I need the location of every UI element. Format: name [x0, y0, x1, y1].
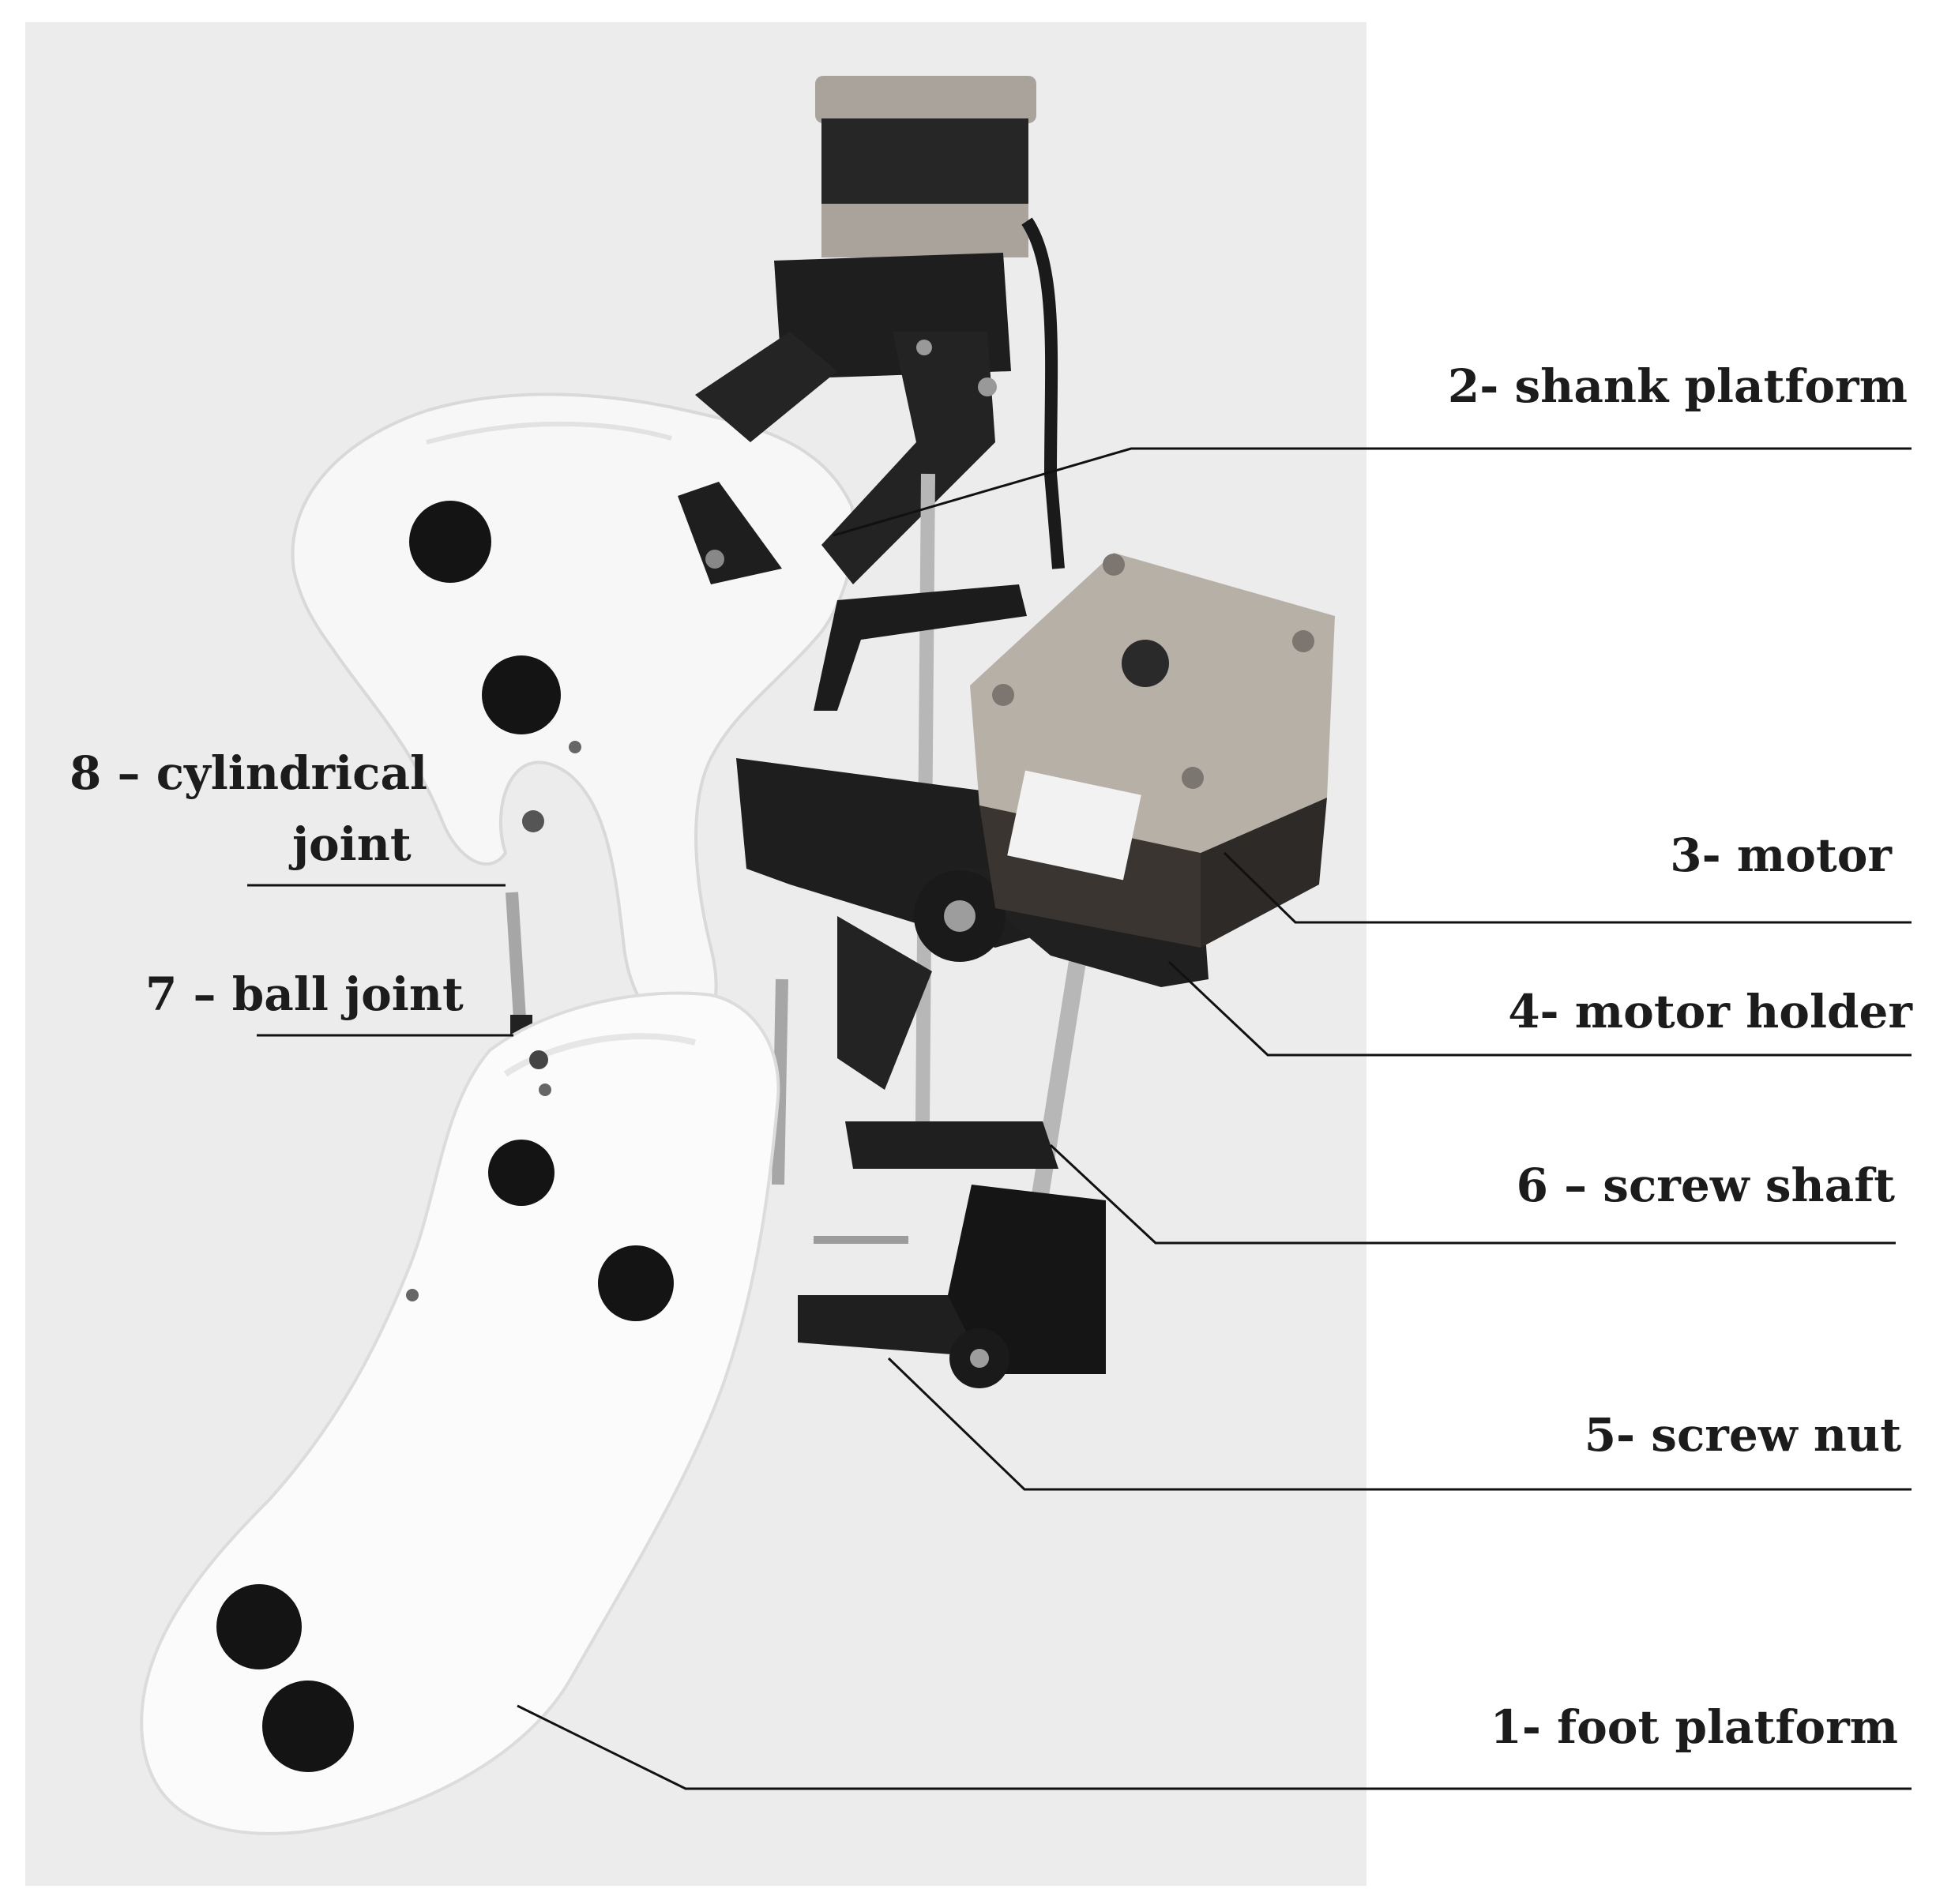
foot-marker: [216, 1584, 302, 1669]
foot-marker: [262, 1681, 354, 1772]
leader-screw-shaft: [1049, 1144, 1896, 1245]
label-cylindrical-joint-line1: 8 – cylindrical: [70, 746, 428, 800]
leader-screw-nut: [887, 1357, 1912, 1491]
foot-marker: [598, 1245, 674, 1321]
shank-marker: [482, 655, 561, 734]
main-motor: [970, 553, 1335, 948]
leader-shank-platform: [833, 447, 1912, 537]
label-ball-joint: 7 – ball joint: [145, 967, 464, 1021]
shank-screw: [522, 810, 544, 832]
label-cylindrical-joint-line2: joint: [292, 817, 412, 871]
foot-platform: [140, 991, 780, 1835]
side-rod: [772, 978, 788, 1185]
motor-holder: [736, 584, 1209, 1090]
shank-marker: [409, 501, 491, 583]
label-motor-holder: 4- motor holder: [1508, 985, 1912, 1038]
label-motor: 3- motor: [1670, 828, 1892, 882]
label-foot-platform: 1- foot platform: [1490, 1700, 1898, 1754]
shank-platform: [291, 392, 856, 1035]
label-screw-nut: 5- screw nut: [1584, 1408, 1901, 1462]
leader-motor: [1223, 851, 1912, 924]
label-shank-platform: 2- shank platform: [1447, 359, 1908, 413]
cylindrical-joint-rod: [506, 892, 526, 1020]
shank-screw: [569, 741, 581, 753]
label-screw-shaft: 6 – screw shaft: [1516, 1159, 1895, 1212]
upper-motor-assembly: [695, 76, 1065, 584]
leader-lines: [247, 447, 1912, 1790]
screw-nut-bracket: [798, 1121, 1106, 1388]
leader-motor-holder: [1167, 960, 1912, 1057]
foot-marker: [488, 1140, 554, 1206]
leader-foot-platform: [517, 1704, 1912, 1790]
